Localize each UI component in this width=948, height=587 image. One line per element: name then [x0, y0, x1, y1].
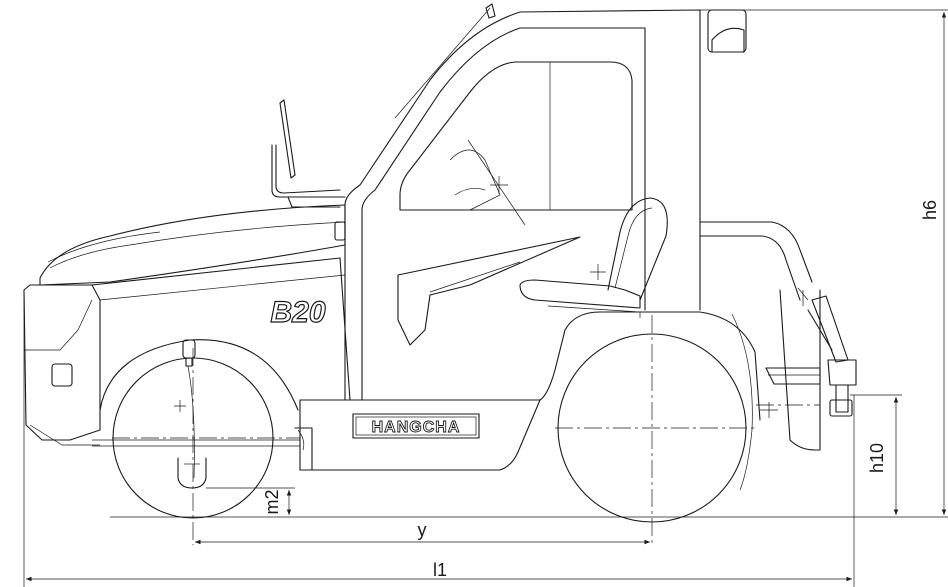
brand-plate [352, 413, 480, 439]
overall-length-label: l1 [433, 560, 447, 580]
tractor-body [23, 99, 351, 446]
rear-wheel [557, 313, 753, 523]
center-lines [112, 315, 820, 545]
model-label: B20 [270, 296, 325, 329]
seat [519, 197, 668, 318]
wheelbase-label: y [418, 520, 427, 540]
rear-fender [699, 221, 857, 451]
chassis [92, 311, 761, 471]
overall-height-label: h6 [920, 200, 940, 220]
hitch-height-label: h10 [867, 443, 887, 473]
dimension-lines [23, 12, 947, 587]
ground-clearance-label: m2 [262, 489, 282, 514]
brand-label: HANGCHA [372, 419, 461, 436]
cab [344, 3, 948, 401]
